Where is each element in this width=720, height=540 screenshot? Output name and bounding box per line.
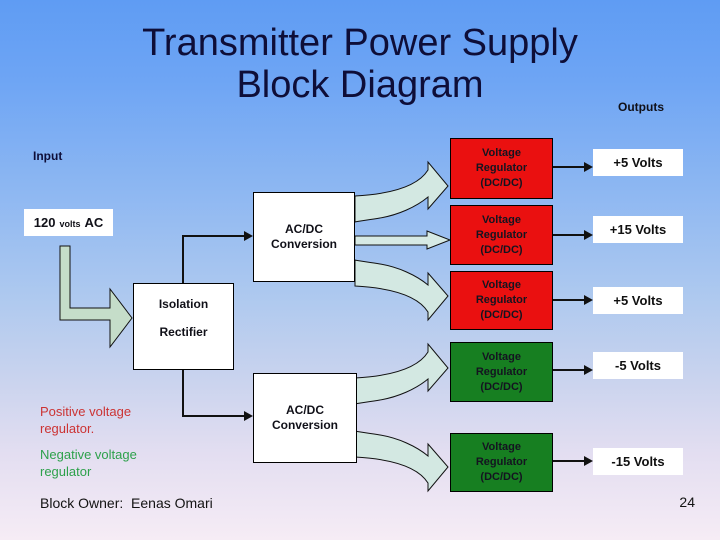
output-arrows: [553, 166, 584, 462]
connector-elbow-bottom-arrowhead-icon: [244, 411, 253, 421]
output-box-3: +5 Volts: [593, 287, 683, 314]
regulator-label: Voltage: [482, 350, 521, 363]
negative-regulator-note: Negative voltage regulator: [40, 447, 137, 479]
acdc-label-line2: Conversion: [270, 237, 337, 251]
curved-arrow-up-2-icon: [354, 342, 449, 405]
output-box-5: -15 Volts: [593, 448, 683, 475]
acdc-label-line1: AC/DC: [285, 222, 323, 236]
voltage-regulator-box-5: Voltage Regulator (DC/DC): [450, 433, 553, 492]
voltage-regulator-box-1: Voltage Regulator (DC/DC): [450, 138, 553, 199]
regulator-label: Regulator: [475, 365, 528, 378]
page-number: 24: [679, 494, 695, 510]
source-value: 120: [33, 215, 56, 230]
connector-elbow-bottom: [182, 369, 244, 417]
connector-elbow-top-arrowhead-icon: [244, 231, 253, 241]
output-arrowheads: [584, 162, 593, 466]
isolation-rectifier-box: Isolation Rectifier: [133, 283, 234, 370]
connector-elbow-top: [182, 235, 244, 283]
regulator-label: Voltage: [482, 441, 521, 453]
output-box-1: +5 Volts: [593, 149, 683, 176]
regulator-label: (DC/DC): [480, 309, 523, 321]
regulator-label: (DC/DC): [480, 471, 523, 483]
block-owner-text: Block Owner: Eenas Omari: [40, 495, 213, 511]
regulator-label: Regulator: [475, 456, 528, 468]
page-title-line2: Block Diagram: [236, 64, 484, 106]
regulator-label: Voltage: [482, 279, 521, 291]
output-box-4: -5 Volts: [593, 352, 683, 379]
regulator-label: (DC/DC): [480, 243, 523, 256]
page-title: Transmitter Power Supply Block Diagram: [0, 22, 720, 106]
acdc-conversion-box-1: AC/DC Conversion: [253, 192, 355, 282]
straight-arrow-icon: [354, 230, 452, 250]
page-title-line1: Transmitter Power Supply: [142, 22, 578, 64]
regulator-label: Regulator: [475, 228, 528, 241]
voltage-regulator-box-4: Voltage Regulator (DC/DC): [450, 342, 553, 402]
regulator-label: Regulator: [475, 162, 528, 174]
acdc-label-line2: Conversion: [271, 418, 338, 432]
curved-arrow-up-1-icon: [354, 160, 449, 223]
source-suffix: AC: [84, 215, 104, 230]
output-box-2: +15 Volts: [593, 216, 683, 243]
positive-regulator-note: Positive voltage regulator.: [40, 404, 132, 436]
source-unit: volts: [59, 219, 81, 229]
input-flow-arrow: [59, 245, 133, 349]
curved-arrow-down-2-icon: [354, 430, 449, 493]
rectifier-label: Rectifier: [159, 325, 208, 339]
voltage-regulator-box-3: Voltage Regulator (DC/DC): [450, 271, 553, 330]
regulator-label: Regulator: [475, 294, 528, 306]
source-box: 120 volts AC: [24, 209, 113, 236]
acdc-label-line1: AC/DC: [286, 403, 324, 417]
input-heading: Input: [33, 149, 63, 163]
regulator-label: Voltage: [482, 147, 521, 159]
curved-arrow-down-1-icon: [354, 259, 449, 322]
isolation-label: Isolation: [158, 297, 209, 311]
outputs-heading: Outputs: [618, 100, 664, 114]
acdc-conversion-box-2: AC/DC Conversion: [253, 373, 357, 463]
voltage-regulator-box-2: Voltage Regulator (DC/DC): [450, 205, 553, 265]
regulator-label: (DC/DC): [480, 177, 523, 189]
regulator-label: (DC/DC): [480, 380, 523, 393]
regulator-label: Voltage: [482, 213, 521, 226]
